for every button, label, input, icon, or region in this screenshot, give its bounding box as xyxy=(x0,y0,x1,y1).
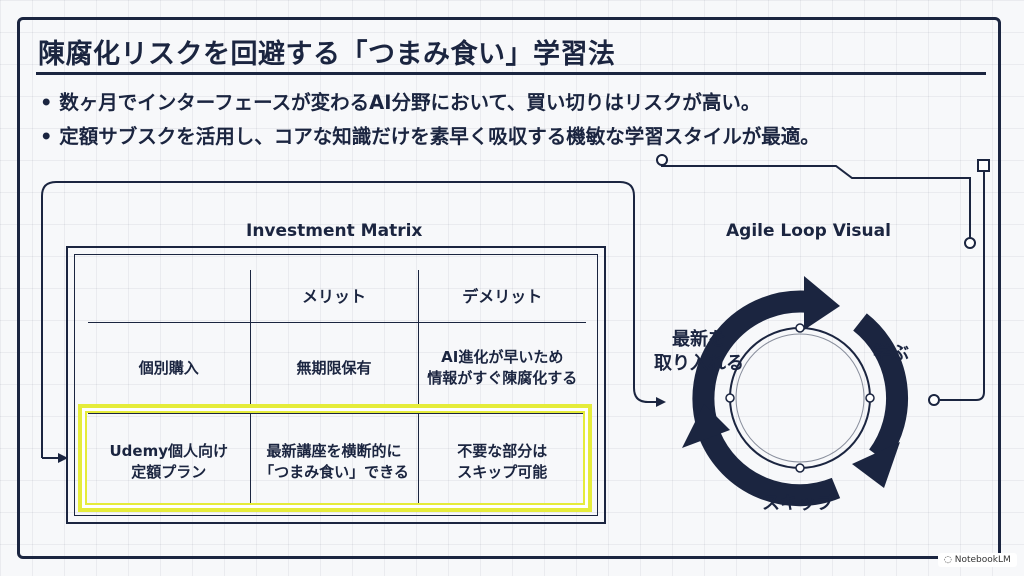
matrix-header-merit: メリット xyxy=(249,270,418,323)
loop-arrow-3 xyxy=(682,404,841,507)
agile-loop xyxy=(682,276,909,507)
loop-node xyxy=(865,393,875,403)
circuit-node xyxy=(928,394,940,406)
title-divider xyxy=(36,72,986,75)
matrix-title: Investment Matrix xyxy=(246,221,423,241)
notebooklm-badge[interactable]: ◌ NotebookLM xyxy=(938,553,1017,567)
row-merit: 無期限保有 xyxy=(249,322,418,414)
matrix-header-empty xyxy=(88,270,250,323)
text-line: 情報がすぐ陳腐化する xyxy=(427,369,578,387)
text-line: AI進化が早いため xyxy=(441,348,564,366)
bullet-item: 定額サブスクを活用し、コアな知識だけを素早く吸収する機敏な学習スタイルが最適。 xyxy=(40,120,820,154)
loop-node xyxy=(725,393,735,403)
text-line: 最新講座を横断的に xyxy=(266,442,402,460)
loop-inner-ring xyxy=(729,327,871,469)
loop-node xyxy=(795,463,805,473)
matrix-table: メリット デメリット 個別購入 無期限保有 AI進化が早いため 情報がすぐ陳腐化… xyxy=(88,270,586,510)
bullet-list: 数ヶ月でインターフェースが変わるAI分野において、買い切りはリスクが高い。 定額… xyxy=(40,86,820,154)
page-title: 陳腐化リスクを回避する「つまみ食い」学習法 xyxy=(38,39,616,70)
circuit-node xyxy=(964,237,976,249)
badge-label: NotebookLM xyxy=(954,555,1011,565)
row-label: Udemy個人向け 定額プラン xyxy=(88,414,250,511)
text-line: 定額プラン xyxy=(131,463,207,481)
matrix-row-subscription: Udemy個人向け 定額プラン 最新講座を横断的に 「つまみ食い」できる 不要な… xyxy=(88,413,586,511)
row-merit: 最新講座を横断的に 「つまみ食い」できる xyxy=(249,413,418,510)
investment-matrix: メリット デメリット 個別購入 無期限保有 AI進化が早いため 情報がすぐ陳腐化… xyxy=(66,246,606,524)
matrix-row-individual: 個別購入 無期限保有 AI進化が早いため 情報がすぐ陳腐化する xyxy=(88,322,586,414)
matrix-header-demerit: デメリット xyxy=(417,270,586,323)
loop-node xyxy=(795,323,805,333)
text-line: 最新を xyxy=(672,329,726,350)
loop-step-learn: 学ぶ xyxy=(873,343,909,364)
row-demerit: 不要な部分は スキップ可能 xyxy=(417,413,586,510)
connector-top xyxy=(41,181,666,458)
bullet-item: 数ヶ月でインターフェースが変わるAI分野において、買い切りはリスクが高い。 xyxy=(40,86,820,120)
row-demerit: AI進化が早いため 情報がすぐ陳腐化する xyxy=(417,322,586,414)
loop-title: Agile Loop Visual xyxy=(726,221,891,241)
loop-arrow-1 xyxy=(692,276,840,432)
circuit-node xyxy=(656,154,668,166)
text-line: Udemy個人向け xyxy=(109,442,229,460)
matrix-header-row: メリット デメリット xyxy=(88,270,586,323)
circuit-node-square xyxy=(977,159,990,172)
loop-inner-ring-2 xyxy=(735,333,865,463)
row-label: 個別購入 xyxy=(88,322,250,414)
text-line: 「つまみ食い」できる xyxy=(259,463,409,481)
loop-step-skip: スキップ xyxy=(762,493,834,514)
text-line: 取り入れる xyxy=(654,353,744,374)
text-line: 不要な部分は xyxy=(457,442,548,460)
highlight-box xyxy=(78,404,592,512)
notebooklm-icon: ◌ xyxy=(944,555,952,565)
loop-arrow-2 xyxy=(852,313,909,488)
text-line: スキップ可能 xyxy=(457,463,548,481)
loop-step-adopt-latest: 最新を 取り入れる xyxy=(654,328,744,376)
